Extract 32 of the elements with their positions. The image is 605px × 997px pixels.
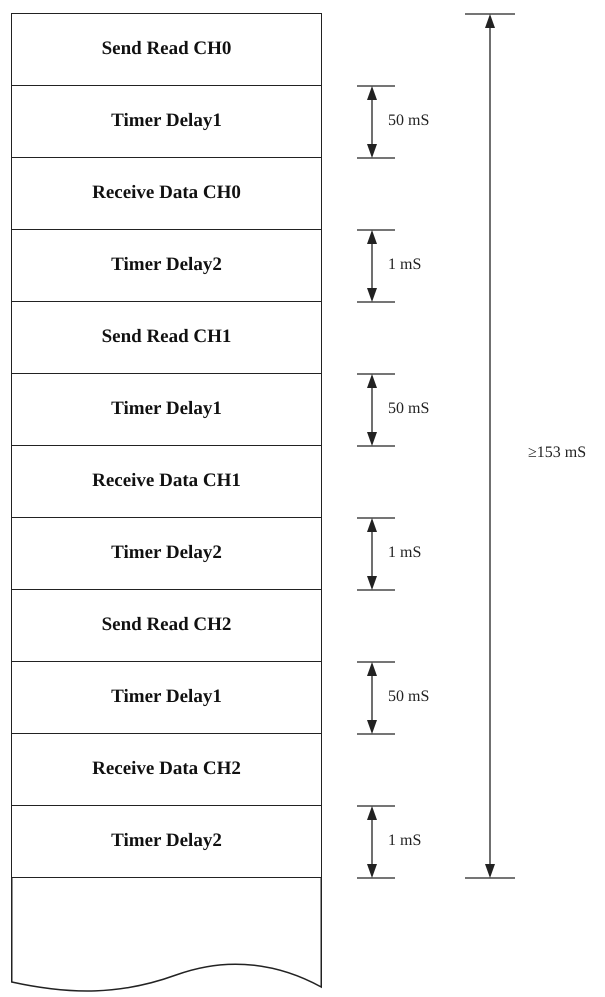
box-label: Timer Delay2	[111, 542, 222, 564]
box-label: Timer Delay2	[111, 830, 222, 852]
process-box	[11, 156, 322, 230]
process-box	[11, 84, 322, 158]
dimension-label: 1 mS	[388, 544, 422, 562]
dimension-label: 1 mS	[388, 832, 422, 850]
process-box	[11, 372, 322, 446]
dimension-label: 50 mS	[388, 400, 430, 418]
process-box	[11, 732, 322, 806]
process-box	[11, 804, 322, 878]
process-box	[11, 660, 322, 734]
process-box	[11, 12, 322, 86]
box-label: Timer Delay1	[111, 110, 222, 132]
dimension-label: ≥153 mS	[528, 444, 586, 462]
dimension-label: 1 mS	[388, 256, 422, 274]
box-label: Send Read CH0	[102, 38, 232, 60]
box-label: Receive Data CH0	[92, 182, 241, 204]
process-box	[11, 516, 322, 590]
dimension-label: 50 mS	[388, 688, 430, 706]
process-box	[11, 444, 322, 518]
box-label: Receive Data CH2	[92, 758, 241, 780]
box-label: Receive Data CH1	[92, 470, 241, 492]
process-box	[11, 228, 322, 302]
box-label: Send Read CH2	[102, 614, 232, 636]
box-label: Timer Delay1	[111, 398, 222, 420]
box-label: Send Read CH1	[102, 326, 232, 348]
dimension-label: 50 mS	[388, 112, 430, 130]
box-label: Timer Delay1	[111, 686, 222, 708]
process-box	[11, 588, 322, 662]
open-ended-band	[11, 876, 322, 994]
process-box	[11, 300, 322, 374]
box-label: Timer Delay2	[111, 254, 222, 276]
